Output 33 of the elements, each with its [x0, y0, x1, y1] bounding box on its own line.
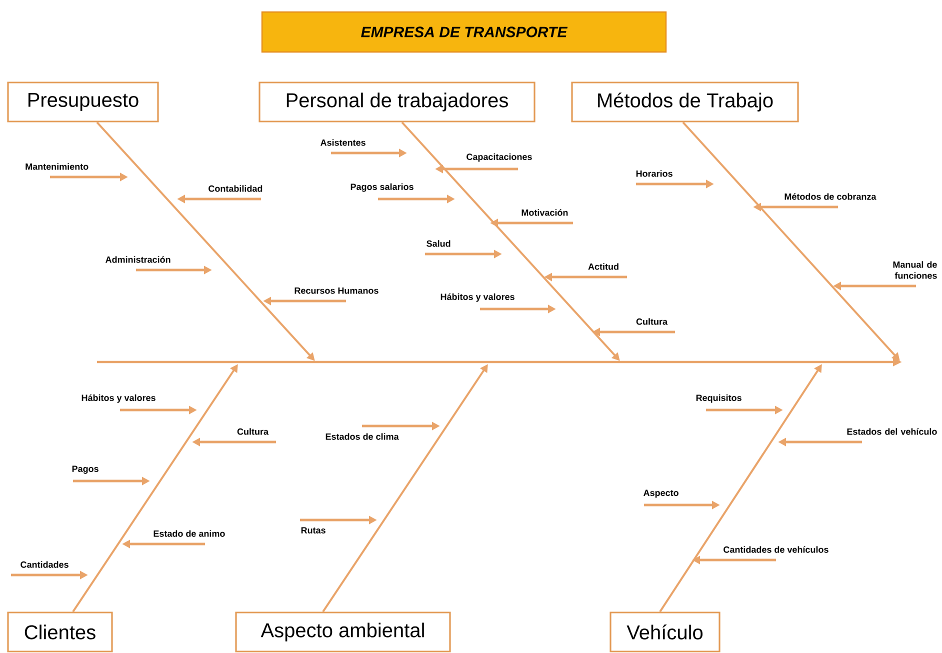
- cause-label: Hábitos y valores: [82, 394, 156, 403]
- cause-label: Mantenimiento: [26, 163, 88, 170]
- category-box: Presupuesto: [7, 82, 159, 122]
- cause-label: Contabilidad: [208, 185, 262, 192]
- cause-label: Cultura: [636, 318, 668, 325]
- category-box: Métodos de Trabajo: [571, 82, 799, 122]
- cause-label: Rutas: [301, 527, 326, 534]
- category-box: Personal de trabajadores: [258, 82, 536, 122]
- cause-label: Estado de animo: [154, 530, 225, 537]
- cause-label: Recursos Humanos: [294, 288, 378, 294]
- cause-label: Cultura: [237, 428, 269, 435]
- cause-label: Requisitos: [696, 394, 742, 403]
- cause-label: Estados del vehículo: [847, 428, 937, 435]
- cause-label: Estados de clima: [326, 433, 399, 440]
- cause-label: Cantidades: [20, 561, 68, 568]
- cause-label: Cantidades de vehículos: [724, 546, 828, 553]
- cause-label: Pagos salarios: [350, 183, 414, 192]
- category-box: Vehículo: [610, 612, 720, 652]
- cause-label: Aspecto: [644, 490, 678, 498]
- cause-label: Hábitos y valores: [440, 293, 514, 302]
- cause-label: Asistentes: [320, 139, 366, 146]
- title-banner: EMPRESA DE TRANSPORTE: [261, 11, 667, 53]
- cause-label: Manual de funciones: [893, 261, 937, 279]
- cause-label: Administración: [106, 256, 170, 263]
- cause-label: Métodos de cobranza: [784, 193, 876, 200]
- cause-label: Pagos: [72, 466, 98, 474]
- category-box: Aspecto ambiental: [235, 612, 451, 652]
- cause-label: Actitud: [588, 263, 618, 270]
- cause-label: Motivación: [522, 209, 568, 216]
- category-box: Clientes: [7, 612, 113, 652]
- cause-label: Horarios: [636, 170, 672, 177]
- cause-label: Capacitaciones: [466, 153, 532, 162]
- cause-label: Salud: [426, 240, 450, 247]
